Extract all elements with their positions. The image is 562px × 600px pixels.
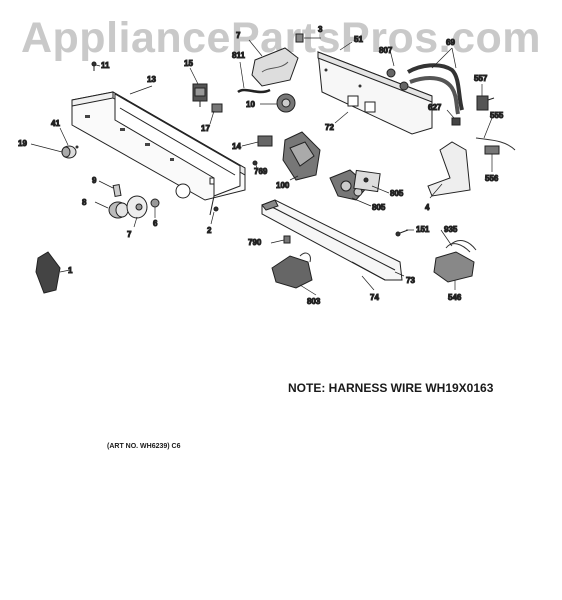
- label-part-7-upper: 7: [236, 31, 241, 40]
- label-part-557: 557: [474, 74, 488, 83]
- sensor-part: [476, 95, 495, 111]
- label-part-69: 69: [446, 38, 455, 47]
- hose-part: [237, 88, 271, 94]
- label-part-627: 627: [428, 103, 442, 112]
- label-part-6: 6: [153, 219, 158, 228]
- base-screw-part: [395, 229, 409, 237]
- label-part-805-lower: 805: [372, 203, 386, 212]
- switch-part: [192, 83, 208, 107]
- harness-end-part: [475, 137, 516, 155]
- dispenser-part: [271, 252, 313, 289]
- label-part-807: 807: [379, 46, 393, 55]
- inlet-hose-part: [406, 63, 464, 115]
- relay-part: [257, 135, 273, 147]
- label-part-811: 811: [232, 51, 245, 60]
- label-part-790: 790: [248, 238, 262, 247]
- label-part-4: 4: [425, 203, 430, 212]
- dial-part: [108, 201, 129, 219]
- wiring-harness-part: [433, 240, 477, 283]
- label-part-555: 555: [490, 111, 504, 120]
- label-part-2: 2: [207, 226, 212, 235]
- backsplash-part: [317, 51, 433, 135]
- label-part-546: 546: [448, 293, 462, 302]
- label-part-1: 1: [68, 266, 73, 275]
- label-part-556: 556: [485, 174, 499, 183]
- knob-skirt-part: [126, 195, 148, 219]
- label-part-769: 769: [254, 167, 268, 176]
- cap-part: [386, 68, 409, 91]
- literature-part: [35, 251, 61, 294]
- label-part-74: 74: [370, 293, 379, 302]
- support-part: [427, 141, 471, 197]
- label-part-72: 72: [325, 123, 334, 132]
- switch-clip-part: [211, 103, 223, 113]
- pressure-switch-part: [276, 93, 296, 113]
- label-part-9: 9: [92, 176, 97, 185]
- label-part-805-right: 805: [390, 189, 404, 198]
- upper-bracket-part: [251, 47, 299, 87]
- pin-part: [252, 160, 258, 166]
- label-part-11: 11: [101, 61, 110, 70]
- label-part-7-lower: 7: [127, 230, 132, 239]
- timer-part: [282, 131, 321, 181]
- label-part-15: 15: [184, 59, 193, 68]
- label-part-3: 3: [318, 25, 323, 34]
- label-part-13: 13: [147, 75, 156, 84]
- label-part-41: 41: [51, 119, 60, 128]
- valve-plate-part: [353, 169, 381, 193]
- small-clip-part: [295, 33, 304, 43]
- harness-wire-note: NOTE: HARNESS WIRE WH19X0163: [288, 381, 494, 395]
- clip-part: [112, 183, 122, 198]
- leader-lines: [30, 37, 493, 296]
- base-trim-part: [261, 199, 403, 281]
- wire-clip-part: [283, 235, 291, 244]
- knob-part: [61, 145, 79, 159]
- label-part-51: 51: [354, 35, 363, 44]
- part-number-labels: 1 2 3 4 6 7 7 8 9 10 11 13 14 15 17 19 4…: [18, 25, 505, 307]
- label-part-151: 151: [416, 225, 430, 234]
- label-part-935: 935: [444, 225, 458, 234]
- label-part-17: 17: [201, 124, 210, 133]
- panel-frame-part: [114, 93, 241, 216]
- label-part-803: 803: [307, 297, 321, 306]
- screw-part: [91, 61, 97, 71]
- clamp-part: [451, 117, 461, 126]
- label-part-100: 100: [276, 181, 290, 190]
- label-part-14: 14: [232, 142, 241, 151]
- label-part-10: 10: [246, 100, 255, 109]
- label-part-73: 73: [406, 276, 415, 285]
- label-part-19: 19: [18, 139, 27, 148]
- label-part-8: 8: [82, 198, 87, 207]
- art-number-caption: (ART NO. WH6239) C6: [107, 443, 181, 450]
- water-valve-part: [329, 169, 369, 201]
- bushing-part: [150, 198, 160, 208]
